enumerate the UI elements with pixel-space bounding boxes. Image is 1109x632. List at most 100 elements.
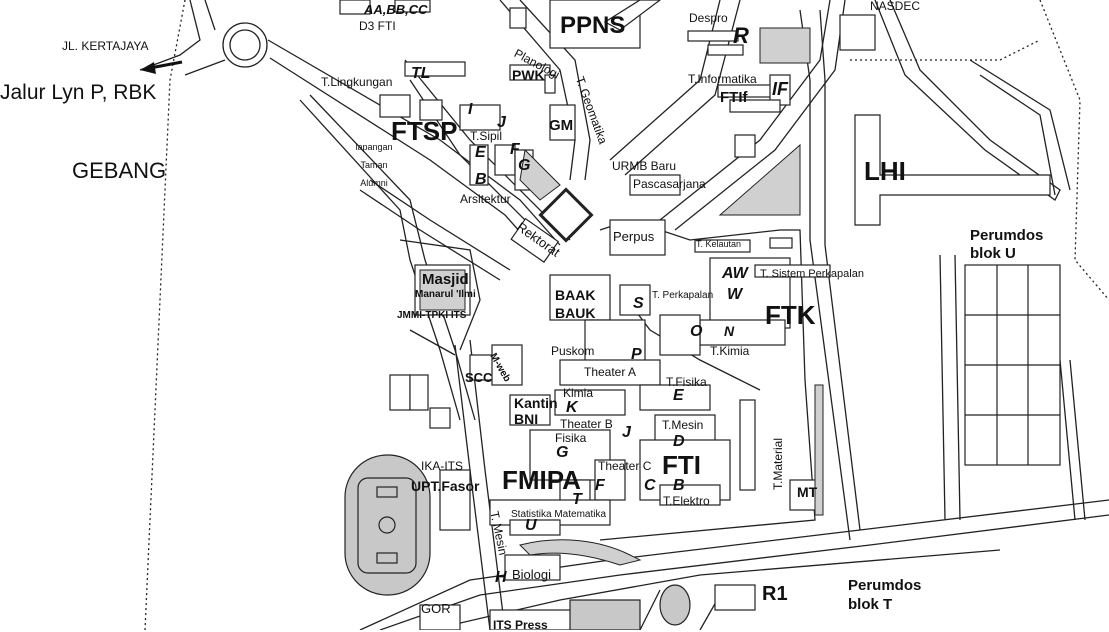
building-ftsp-e [469,144,489,186]
building-pwk [509,64,551,81]
label-ppns: PPNS [560,12,626,39]
label-ftif: FTIf [720,89,748,106]
label-its-press: ITS Press [493,618,548,632]
label-code-r: R [733,23,749,48]
label-masjid: Masjid [422,271,469,288]
label-jl-kertajaya: JL. KERTAJAYA [62,39,149,53]
building-kantin [509,394,551,426]
label-t-kimia: T.Kimia [710,344,750,358]
label-code-k: K [566,399,578,416]
label-urmb-baru: URMB Baru [612,159,677,173]
road-masjid [399,239,481,356]
building-theater-a [559,359,661,386]
label-code-j-ftsp: J [497,114,506,131]
label-puskom: Puskom [551,344,595,358]
building-material [739,399,756,491]
building-kelautan [694,239,751,253]
building-ika-its [439,469,471,531]
label-ftsp: FTSP [391,116,458,146]
label-code-t: T [572,491,582,508]
label-statistika-matematika: Statistika Matematika [511,509,607,520]
arrow-left-icon [140,60,183,74]
label-kantin: Kantin [514,395,558,411]
building-tl [404,61,466,77]
building-sistem-perkapalan [754,264,831,278]
building-west-1 [389,374,411,411]
pond [659,584,691,626]
label-code-g: G [518,157,531,174]
roundabout-inner [229,29,261,61]
road-perumdos-u [939,254,961,521]
stadium-goal-bottom [376,552,398,564]
building-nasdec [839,14,876,51]
label-perumdos-u-1: Perumdos [970,227,1044,244]
label-code-u: U [525,517,537,534]
label-t-fisika: T.Fisika [666,375,707,389]
building-west-2 [409,374,429,411]
label-lapangan-taman-alumni: lapangan Taman Alumni [355,142,393,188]
label-kimia: Kimia [563,386,594,400]
building-d3-fti-1 [339,0,371,15]
road-west-inner [359,179,511,281]
building-mweb [491,344,523,386]
label-code-i: I [468,101,473,118]
label-code-d: D [673,433,685,450]
label-ika-its: IKA-ITS [421,459,464,473]
perumdos-u-grid-lines [965,265,1060,465]
label-fmipa: FMIPA [502,465,581,495]
label-ftk: FTK [765,300,816,330]
shade-east-triangle [718,143,801,216]
roundabout [222,22,268,68]
building-kelautan-2 [769,237,793,249]
building-ppns-small [509,7,527,29]
label-gm: GM [549,117,574,134]
stadium-center-circle [378,516,396,534]
building-despro [687,30,739,42]
label-code-f-ftsp: F [510,141,520,158]
building-informatika-3 [729,99,781,113]
label-code-n: N [724,323,735,339]
shade-arsitektur [519,148,561,201]
building-tl-3 [419,99,443,121]
label-theater-c: Theater C [598,459,652,473]
building-tl-2 [379,94,411,118]
building-gm [549,104,576,141]
label-perumdos-t-2: blok T [848,596,893,613]
label-perumdos-u-2: blok U [970,245,1016,262]
campus-boundary-west [144,0,186,630]
road-central-east [619,289,761,391]
label-arsitektur: Arsitektur [460,192,511,206]
label-theater-b: Theater B [560,417,613,431]
label-t-elektro: T.Elektro [663,494,710,508]
label-manarul-ilmi: Manarul 'Ilmi [415,289,476,300]
label-t-mesin: T.Mesin [662,418,704,432]
building-fisika-fti [639,384,711,411]
building-r1 [714,584,756,611]
label-code-s: S [633,295,644,312]
road-lhi [874,0,1061,201]
label-bni: BNI [514,411,539,427]
stadium-field [357,477,417,574]
label-code-aw: AW [722,265,748,282]
building-biologi [504,554,561,581]
building-gor [419,604,461,630]
label-pwk: PWK [512,67,545,83]
label-t-sistem-perkapalan: T. Sistem Perkapalan [760,268,864,280]
building-theater-c [594,459,626,501]
label-code-c: C [644,477,656,494]
building-ppns-annex [603,0,661,31]
building-kimia [554,389,626,416]
label-code-f: F [595,477,605,494]
label-code-o: O [690,323,703,340]
label-gebang: GEBANG [72,158,167,183]
shade-ppns-east [759,27,811,64]
label-mt: MT [797,484,818,500]
campus-boundary-north [850,39,1041,61]
label-bauk: BAUK [555,305,596,321]
label-t-kelautan: T. Kelautan [696,239,742,249]
label-pascasarjana: Pascasarjana [633,177,706,191]
label-aa-bb-cc: AA,BB,CC [364,2,428,17]
building-rektorat [510,217,560,263]
label-code-tl: TL [411,65,431,82]
label-upt-fasor: UPT.Fasor [411,478,480,494]
